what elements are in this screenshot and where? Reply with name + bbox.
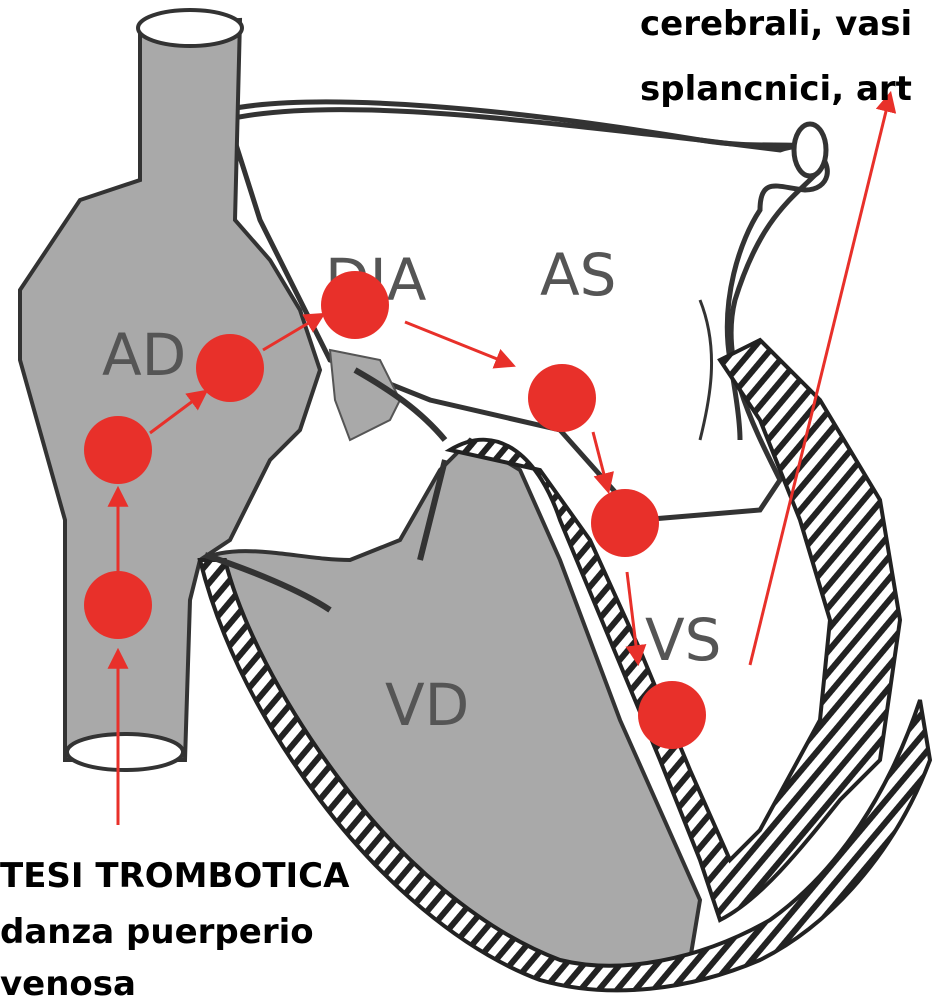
caption-bottom-line1: TESI TROMBOTICA: [0, 856, 350, 896]
embolus-marker: [196, 334, 264, 402]
embolus-marker: [84, 571, 152, 639]
label-as: AS: [540, 241, 617, 309]
embolus-marker: [321, 271, 389, 339]
superior-vena-cava-opening: [138, 10, 242, 46]
label-ad: AD: [102, 321, 186, 389]
caption-top-line2: splancnici, art: [640, 69, 912, 109]
caption-top-line1: cerebrali, vasi: [640, 4, 912, 44]
label-vd: VD: [385, 671, 469, 739]
embolus-marker: [591, 489, 659, 557]
inferior-vena-cava-opening: [67, 734, 183, 770]
embolus-marker: [638, 681, 706, 749]
caption-bottom-line3: venosa: [0, 964, 136, 1004]
embolus-marker: [528, 364, 596, 432]
aorta-opening: [794, 124, 826, 176]
embolus-marker: [84, 416, 152, 484]
caption-bottom-line2: danza puerperio: [0, 912, 314, 952]
label-vs: VS: [645, 606, 722, 674]
